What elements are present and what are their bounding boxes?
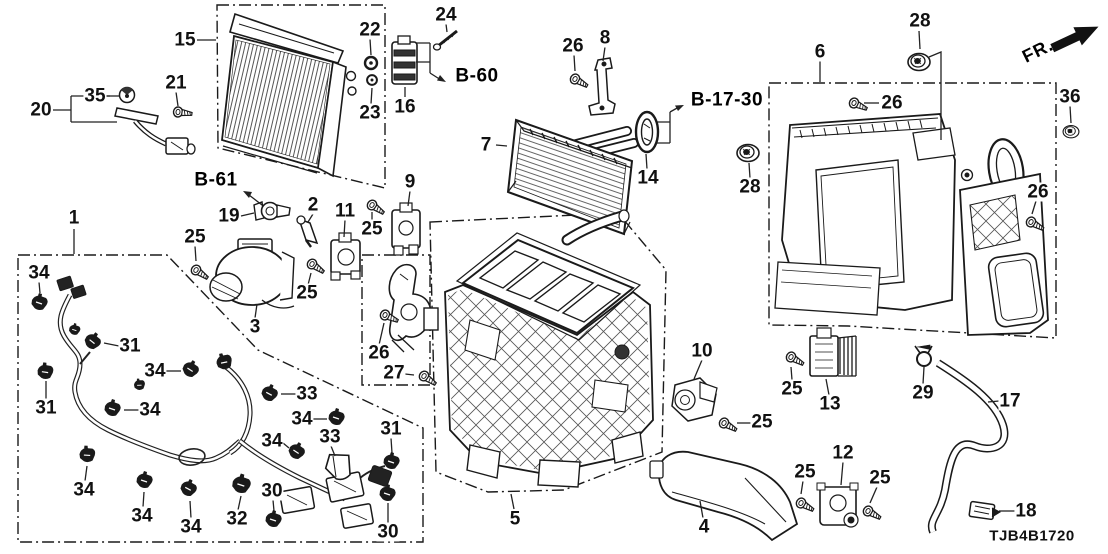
evaporator-drawing <box>221 12 357 178</box>
bolt-24-drawing <box>432 29 458 51</box>
bracket-26-27-drawing <box>388 263 432 353</box>
harness-connectors <box>56 275 393 529</box>
motor-10-drawing <box>671 377 718 422</box>
clamp-29-drawing <box>914 344 933 367</box>
duct-4-drawing <box>649 450 799 542</box>
drain-hose-17-drawing <box>927 359 1009 534</box>
pipe-bracket-20-drawing <box>114 107 196 155</box>
box-case-6 <box>768 82 1057 339</box>
bracket-8-drawing <box>588 57 616 116</box>
heater-case-drawing <box>774 113 1049 336</box>
transistor-13-drawing <box>809 327 857 377</box>
reference-arrows <box>243 42 684 206</box>
heater-core-drawing <box>506 118 639 236</box>
blower-3-drawing <box>209 238 295 309</box>
sensor-2-drawing <box>296 215 319 248</box>
heater-unit-drawing <box>423 209 654 488</box>
actuator-11-drawing <box>330 232 361 281</box>
clamp-18-drawing <box>968 500 1002 521</box>
box-evaporator-15 <box>216 4 386 189</box>
box-harness-1 <box>17 254 424 543</box>
diagram-code: TJB4B1720 <box>989 527 1075 545</box>
expansion-valve-drawing <box>391 35 418 85</box>
harness-boot-33 <box>324 453 351 481</box>
leader-lines <box>38 23 1072 523</box>
grommet-14-drawing <box>634 110 660 154</box>
grommet-screw-35 <box>118 86 136 104</box>
actuator-12-drawing <box>816 482 859 528</box>
valve-9-drawing <box>391 202 421 256</box>
fr-direction-arrow <box>1050 26 1099 53</box>
sensor-19-drawing <box>253 201 291 221</box>
